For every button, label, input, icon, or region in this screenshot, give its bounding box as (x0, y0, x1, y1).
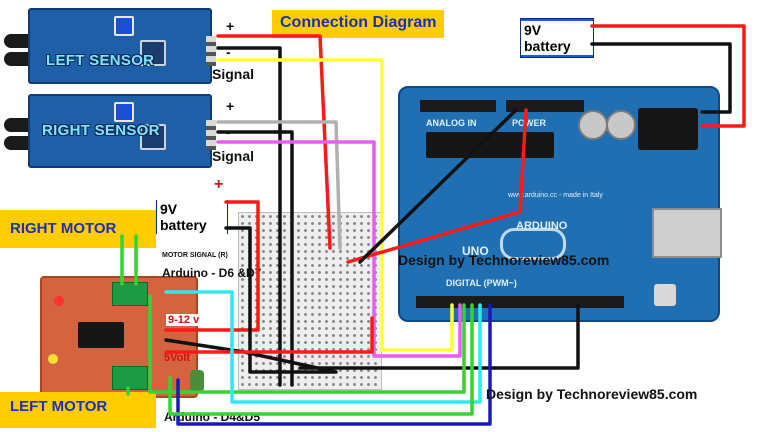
wire-left-sensor-vcc (216, 34, 332, 250)
wire-right-sensor-signal (216, 140, 462, 358)
capacitor-icon (606, 110, 636, 140)
wire-d4 (176, 303, 492, 426)
digital-header (416, 296, 624, 308)
analog-header (420, 100, 496, 112)
sensor-pcb (28, 94, 212, 168)
breadboard (238, 212, 382, 390)
credit-bottom: Design by Technoreview85.com (486, 386, 698, 402)
arduino-logo-icon (500, 228, 566, 260)
analog-header-label: ANALOG IN (426, 118, 477, 128)
volt-range-label: 9-12 v (166, 314, 202, 326)
ir-led-icon (4, 118, 30, 132)
battery-left-plus: + (214, 176, 224, 193)
arduino-d6-d7-label: Arduino - D6 &D7 (162, 266, 262, 280)
battery-top: 9V battery (520, 18, 594, 58)
left-sensor-module: LEFT SENSOR (0, 6, 216, 84)
wire-d5 (168, 303, 474, 416)
left-sensor-minus: - (226, 44, 231, 60)
wire-battery-top-red (590, 24, 746, 128)
wire-battery-left-red (164, 200, 260, 332)
comparator-chip-icon (140, 40, 166, 66)
left-sensor-signal-label: Signal (212, 66, 255, 82)
header-pins (206, 120, 216, 150)
left-sensor-label: LEFT SENSOR (46, 52, 155, 69)
battery-left: 9V battery (156, 200, 228, 234)
wire-left-sensor-gnd (216, 46, 282, 387)
wire-right-sensor-vcc (216, 120, 342, 250)
driver-ic-icon (78, 322, 124, 348)
led-icon (48, 354, 58, 364)
motor-signal-label: MOTOR SIGNAL (R) (162, 252, 228, 259)
dc-jack-icon (638, 108, 698, 150)
left-motor-label: LEFT MOTOR (0, 392, 156, 428)
wire-arduino-gnd (298, 303, 580, 370)
header-pins (206, 36, 216, 66)
right-sensor-label: RIGHT SENSOR (42, 122, 160, 139)
power-header-label: POWER (512, 118, 547, 128)
ir-led-icon (4, 34, 30, 48)
wire-right-sensor-gnd (216, 130, 294, 387)
capacitor-icon (190, 370, 204, 392)
diagram-title: Connection Diagram (272, 10, 445, 38)
ir-led-icon (4, 136, 30, 150)
right-sensor-signal-label: Signal (212, 148, 255, 164)
wire-5v-to-breadboard (346, 108, 528, 264)
wire-5v-to-driver (164, 316, 374, 354)
wire-battery-top-black (590, 42, 732, 114)
left-motor-terminal (112, 366, 148, 390)
arduino-model: UNO (462, 244, 489, 258)
credit-middle: Design by Technoreview85.com (398, 252, 610, 268)
arduino-uno-board: ARDUINO UNO DIGITAL (PWM~) ANALOG IN POW… (398, 86, 722, 322)
wire-gnd-to-breadboard (358, 108, 518, 264)
potentiometer-icon (114, 16, 134, 36)
ir-led-icon (4, 52, 30, 66)
digital-header-label: DIGITAL (PWM~) (446, 278, 517, 288)
left-sensor-plus: + (226, 18, 235, 34)
sensor-pcb (28, 8, 212, 84)
right-motor-label: RIGHT MOTOR (0, 210, 156, 248)
right-motor-terminal (112, 282, 148, 306)
battery-top-label: 9V battery (521, 21, 593, 55)
reset-button-icon (654, 284, 676, 306)
wire-d6 (148, 294, 466, 394)
right-sensor-plus: + (226, 98, 235, 114)
led-icon (54, 296, 64, 306)
wire-left-sensor-signal (216, 58, 454, 352)
usb-port-icon (652, 208, 722, 258)
five-volt-label: 5Volt (164, 352, 191, 364)
battery-left-label: 9V battery (157, 200, 227, 234)
wire-d7 (164, 290, 482, 404)
made-in-label: www.arduino.cc - made in Italy (508, 192, 603, 199)
right-sensor-module: RIGHT SENSOR (0, 92, 216, 170)
arduino-brand: ARDUINO (516, 220, 568, 232)
comparator-chip-icon (140, 124, 166, 150)
potentiometer-icon (114, 102, 134, 122)
